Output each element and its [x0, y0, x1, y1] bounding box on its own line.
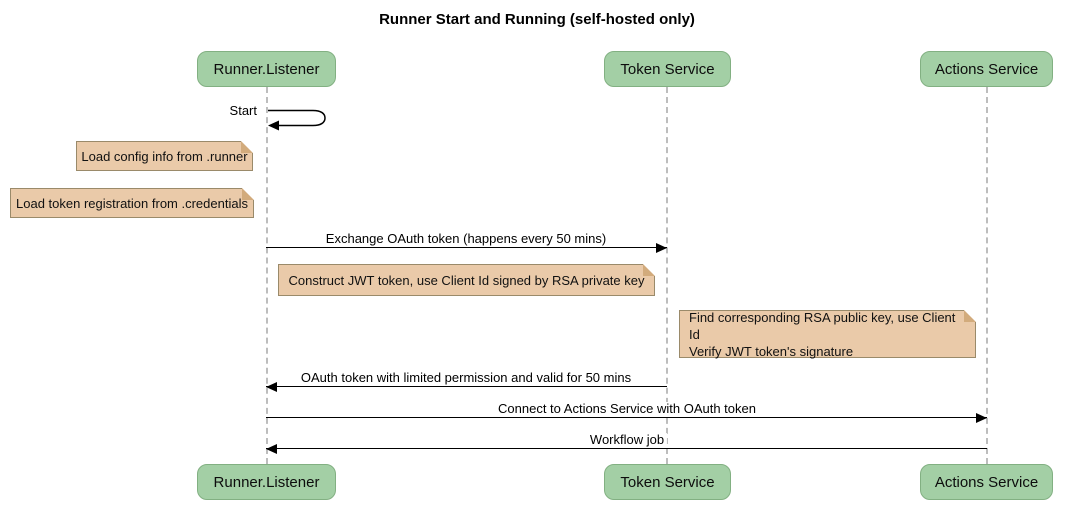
participant-runner-listener-bottom: Runner.Listener: [197, 464, 336, 500]
lifeline-actions-service: [986, 87, 988, 464]
message-line-workflow-job: [266, 448, 987, 449]
note-find-rsa-key: Find corresponding RSA public key, use C…: [679, 310, 976, 359]
participant-label: Token Service: [620, 60, 715, 78]
message-line-oauth-token-back: [266, 386, 667, 387]
lifeline-runner-listener: [266, 87, 268, 464]
note-construct-jwt: Construct JWT token, use Client Id signe…: [278, 264, 655, 296]
message-label-workflow-job: Workflow job: [586, 433, 668, 447]
note-load-token-registration: Load token registration from .credential…: [10, 188, 254, 218]
participant-label: Actions Service: [934, 60, 1039, 78]
arrowhead-left-icon: [266, 382, 277, 392]
participant-label: Actions Service: [934, 473, 1039, 491]
note-load-config: Load config info from .runner: [76, 141, 253, 171]
arrowhead-left-icon: [266, 444, 277, 454]
participant-runner-listener-top: Runner.Listener: [197, 51, 336, 87]
arrowhead-right-icon: [656, 243, 667, 253]
participant-label: Token Service: [620, 473, 715, 491]
participant-actions-service-top: Actions Service: [920, 51, 1053, 87]
message-line-exchange-oauth: [266, 247, 667, 248]
message-line-connect-actions: [266, 417, 987, 418]
self-loop-arrow: [268, 109, 326, 131]
message-label-oauth-token-back: OAuth token with limited permission and …: [297, 371, 635, 385]
message-label-connect-actions: Connect to Actions Service with OAuth to…: [495, 402, 759, 416]
arrowhead-right-icon: [976, 413, 987, 423]
participant-label: Runner.Listener: [213, 473, 320, 491]
participant-label: Runner.Listener: [213, 60, 320, 78]
lifeline-token-service: [666, 87, 668, 464]
participant-token-service-bottom: Token Service: [604, 464, 731, 500]
message-label-start: Start: [226, 104, 260, 118]
diagram-title: Runner Start and Running (self-hosted on…: [379, 11, 695, 28]
message-label-exchange-oauth: Exchange OAuth token (happens every 50 m…: [322, 232, 610, 246]
participant-token-service-top: Token Service: [604, 51, 731, 87]
participant-actions-service-bottom: Actions Service: [920, 464, 1053, 500]
